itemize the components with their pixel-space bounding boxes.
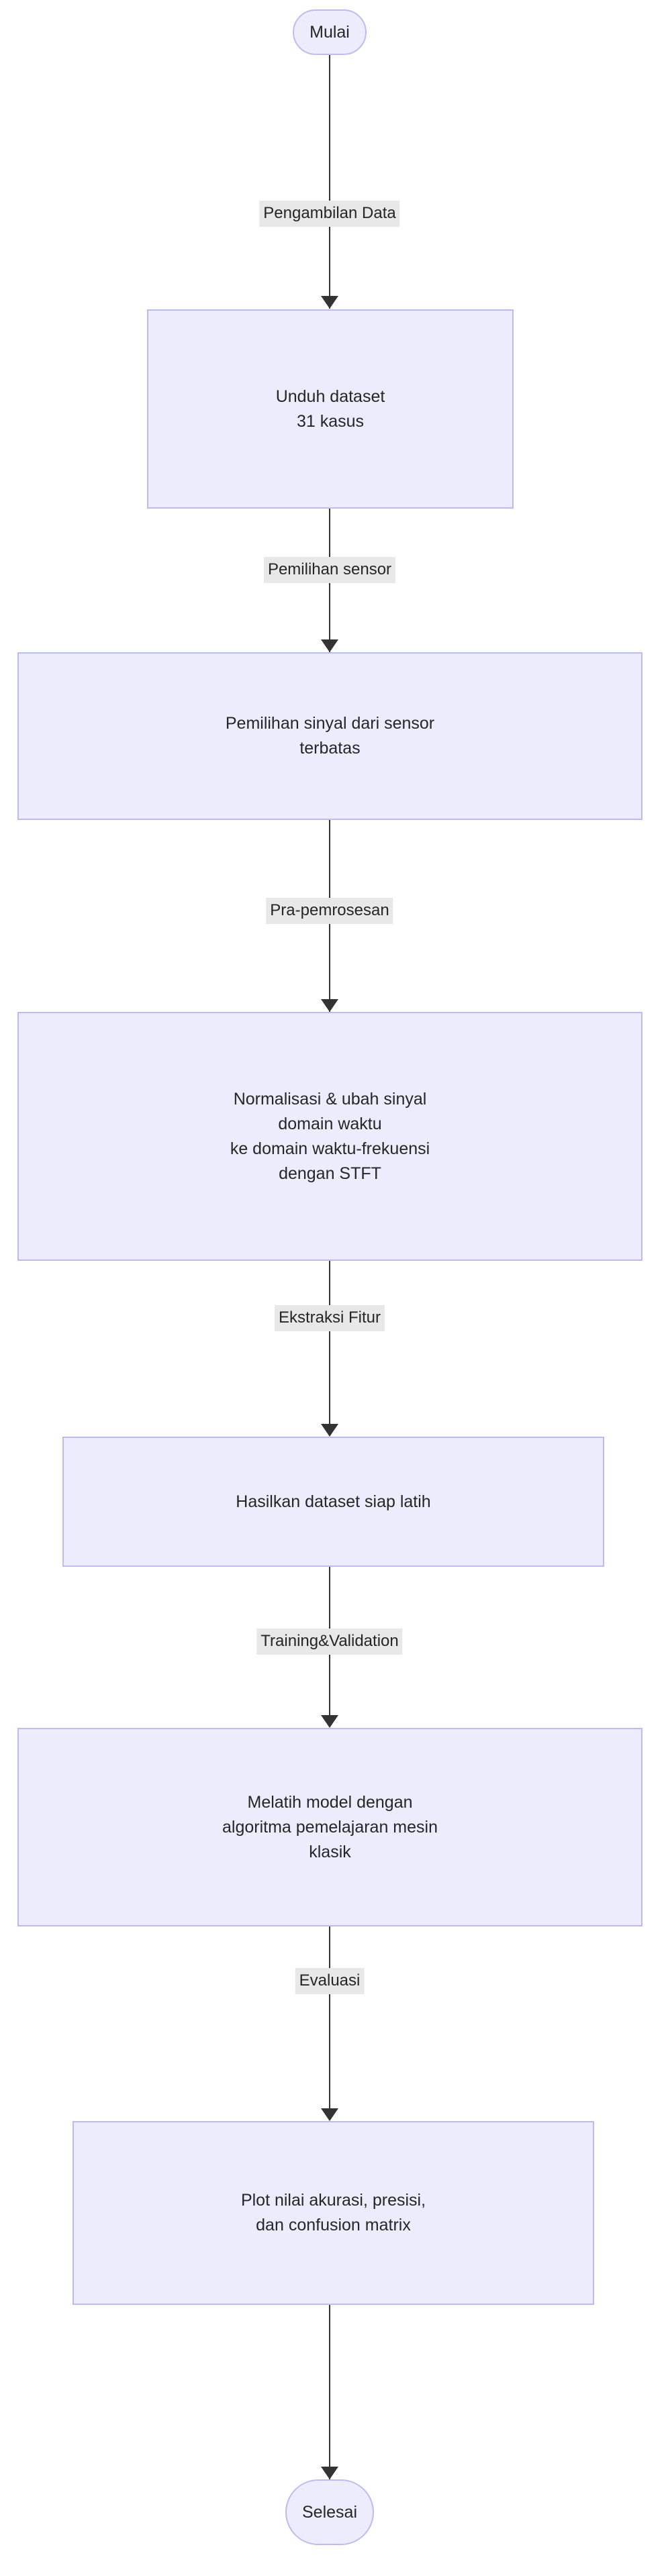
edge-label-training-validation: Training&Validation bbox=[256, 1629, 403, 1655]
node-download-dataset[interactable]: Unduh dataset 31 kasus bbox=[147, 309, 514, 509]
node-train-model-line-2: klasik bbox=[309, 1842, 351, 1861]
node-preprocessing-line-3: dengan STFT bbox=[279, 1164, 381, 1183]
node-start-label-line-0: Mulai bbox=[310, 22, 350, 42]
arrowhead-to-preprocess bbox=[321, 999, 338, 1012]
edge-start-to-download bbox=[329, 55, 330, 309]
node-start[interactable]: Mulai bbox=[293, 9, 367, 55]
node-signal-selection[interactable]: Pemilihan sinyal dari sensor terbatas bbox=[17, 652, 643, 820]
edge-label-ekstraksi-fitur: Ekstraksi Fitur bbox=[274, 1305, 385, 1332]
edge-preprocess-to-dataset bbox=[329, 1261, 330, 1424]
node-download-dataset-line-0: Unduh dataset bbox=[275, 387, 385, 406]
edge-label-pemilihan-sensor: Pemilihan sensor bbox=[263, 557, 396, 584]
node-ready-dataset-line-0: Hasilkan dataset siap latih bbox=[236, 1492, 431, 1511]
edge-label-evaluasi: Evaluasi bbox=[295, 1968, 365, 1995]
node-train-model[interactable]: Melatih model dengan algoritma pemelajar… bbox=[17, 1728, 643, 1926]
node-ready-dataset[interactable]: Hasilkan dataset siap latih bbox=[62, 1437, 604, 1567]
node-signal-selection-line-1: terbatas bbox=[299, 739, 361, 758]
node-end[interactable]: Selesai bbox=[285, 2479, 374, 2545]
arrowhead-to-download bbox=[321, 296, 338, 309]
node-train-model-line-1: algoritma pemelajaran mesin bbox=[222, 1817, 438, 1837]
edge-evaluate-to-end bbox=[329, 2305, 330, 2479]
node-evaluation-plot-line-0: Plot nilai akurasi, presisi, bbox=[240, 2191, 426, 2210]
node-preprocessing[interactable]: Normalisasi & ubah sinyal domain waktu k… bbox=[17, 1012, 643, 1261]
node-evaluation-plot-line-1: dan confusion matrix bbox=[256, 2216, 411, 2234]
node-evaluation-plot[interactable]: Plot nilai akurasi, presisi, dan confusi… bbox=[73, 2121, 594, 2305]
edge-label-pengambilan-data: Pengambilan Data bbox=[259, 201, 400, 227]
arrowhead-to-end bbox=[321, 2467, 338, 2479]
edge-train-to-evaluate bbox=[329, 1926, 330, 2108]
node-signal-selection-line-0: Pemilihan sinyal dari sensor bbox=[225, 714, 435, 733]
node-end-label-line-0: Selesai bbox=[302, 2502, 357, 2522]
edge-label-pra-pemrosesan: Pra-pemrosesan bbox=[266, 898, 393, 925]
node-download-dataset-line-1: 31 kasus bbox=[296, 411, 365, 431]
node-preprocessing-line-2: ke domain waktu-frekuensi bbox=[230, 1139, 430, 1158]
node-train-model-line-0: Melatih model dengan bbox=[247, 1792, 413, 1812]
arrowhead-to-dataset bbox=[321, 1424, 338, 1437]
node-preprocessing-line-0: Normalisasi & ubah sinyal bbox=[233, 1089, 427, 1109]
arrowhead-to-evaluate bbox=[321, 2108, 338, 2121]
node-preprocessing-line-1: domain waktu bbox=[278, 1114, 382, 1133]
arrowhead-to-train bbox=[321, 1715, 338, 1728]
arrowhead-to-select bbox=[321, 639, 338, 652]
